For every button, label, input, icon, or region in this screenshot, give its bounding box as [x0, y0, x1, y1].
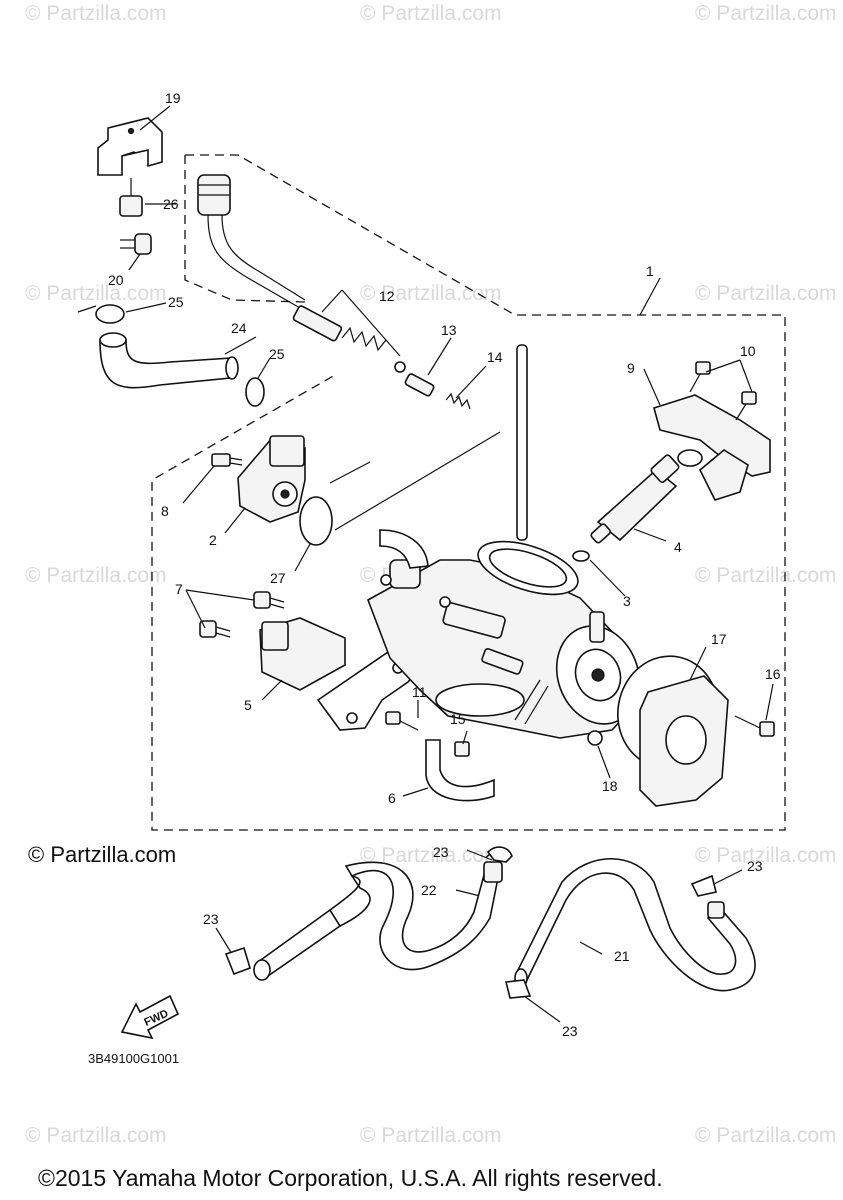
callout-11: 11: [412, 684, 427, 700]
throttle-position-sensor: [237, 435, 306, 523]
watermark: © Partzilla.com: [695, 282, 837, 305]
callout-6: 6: [388, 790, 396, 806]
callout-26: 26: [163, 196, 179, 212]
o-ring-27: [299, 496, 333, 546]
callout-4: 4: [674, 539, 682, 555]
callout-1: 1: [646, 263, 654, 279]
watermark: © Partzilla.com: [695, 1124, 837, 1147]
callout-16: 16: [765, 666, 781, 682]
callout-8: 8: [161, 503, 169, 519]
callout-23: 23: [203, 911, 219, 927]
throttle-body: [367, 529, 641, 739]
sensor-cable: [197, 174, 343, 342]
watermark: © Partzilla.com: [25, 2, 167, 25]
screw-11: [385, 711, 419, 731]
callout-13: 13: [441, 322, 457, 338]
fitting-13: [404, 373, 435, 397]
spring-12: [341, 326, 406, 373]
brand-label: © Partzilla.com: [28, 842, 176, 867]
callout-17: 17: [711, 631, 727, 647]
watermark: © Partzilla.com: [360, 1124, 502, 1147]
fuel-rail-9: [653, 394, 771, 501]
callout-24: 24: [231, 320, 247, 336]
hose-24: [99, 332, 239, 389]
screw-8: [211, 453, 243, 467]
copyright: ©2015 Yamaha Motor Corporation, U.S.A. A…: [38, 1165, 663, 1191]
callout-22: 22: [421, 882, 437, 898]
callout-23: 23: [433, 844, 449, 860]
callout-7: 7: [175, 581, 183, 597]
watermark: © Partzilla.com: [360, 282, 502, 305]
spring-14: [445, 392, 471, 410]
callout-19: 19: [165, 90, 181, 106]
callout-27: 27: [270, 570, 286, 586]
callout-3: 3: [623, 593, 631, 609]
watermark: © Partzilla.com: [695, 564, 837, 587]
sensor-5: [259, 617, 346, 691]
cover: [639, 675, 729, 807]
watermark: © Partzilla.com: [360, 844, 502, 867]
callouts: 1 2 3 4 5 6 7 8 9 10 11 12 13 14 15 16 1…: [108, 90, 781, 1039]
clamp-23: [224, 846, 717, 999]
callout-18: 18: [602, 778, 618, 794]
callout-15: 15: [450, 711, 466, 727]
bolts-10: [689, 361, 757, 421]
callout-25: 25: [269, 346, 285, 362]
callout-23: 23: [747, 858, 763, 874]
clip-25: [77, 304, 125, 324]
callout-25: 25: [168, 294, 184, 310]
bolt-20: [120, 233, 152, 255]
diagram-code: 3B49100G1001: [88, 1051, 179, 1066]
watermark: © Partzilla.com: [360, 2, 502, 25]
watermark: © Partzilla.com: [695, 844, 837, 867]
nut-18: [587, 730, 603, 746]
callout-14: 14: [487, 349, 503, 365]
nut-15: [454, 741, 470, 757]
injector-4: [590, 454, 680, 544]
screw-16: [734, 715, 775, 737]
callout-20: 20: [108, 272, 124, 288]
leader-lines: [125, 105, 774, 1023]
callout-23: 23: [562, 1023, 578, 1039]
o-ring-3: [572, 550, 590, 562]
callout-2: 2: [209, 532, 217, 548]
clip-25-right: [245, 377, 265, 407]
assembly-boundaries: [151, 154, 786, 831]
callout-12: 12: [379, 288, 395, 304]
rod: [516, 344, 528, 541]
callout-9: 9: [627, 360, 635, 376]
hose-21-assembly: [514, 857, 756, 992]
watermark: © Partzilla.com: [25, 564, 167, 587]
hose-6: [425, 739, 495, 802]
watermark: © Partzilla.com: [25, 1124, 167, 1147]
callout-21: 21: [614, 948, 630, 964]
watermark: © Partzilla.com: [695, 2, 837, 25]
callout-10: 10: [740, 343, 756, 359]
fwd-arrow-icon: FWD: [120, 994, 180, 1040]
connector-26: [119, 178, 143, 217]
callout-5: 5: [244, 697, 252, 713]
hose-22-assembly: [253, 851, 505, 981]
bracket-19: [97, 117, 163, 176]
watermark: © Partzilla.com: [25, 282, 167, 305]
